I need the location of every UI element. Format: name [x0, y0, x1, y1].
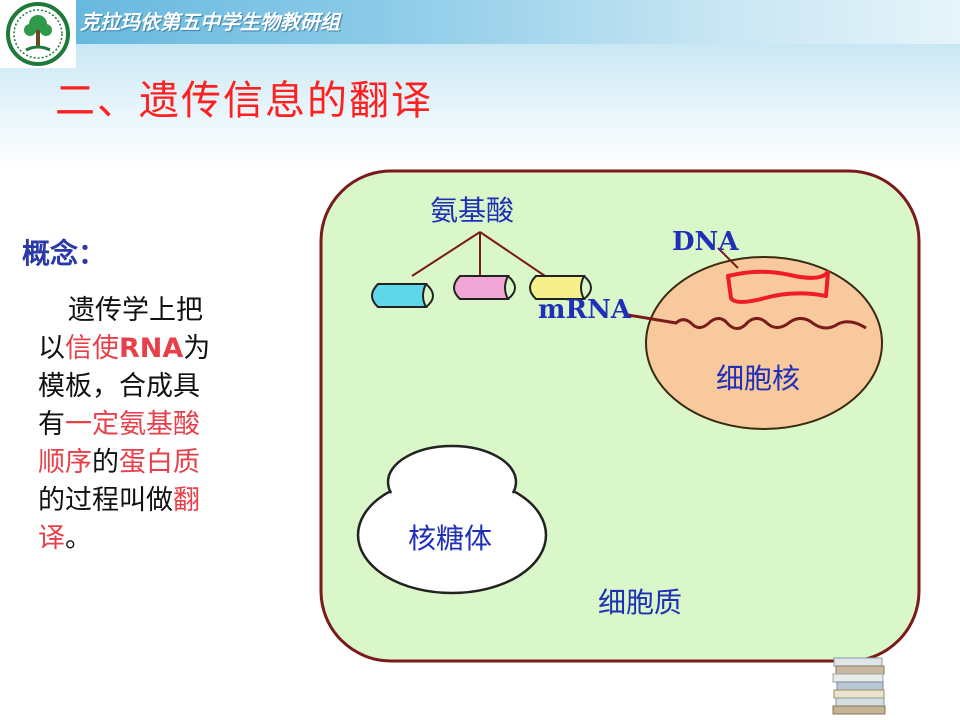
concept-text-segment: 为: [183, 333, 211, 364]
concept-text-segment: 信使: [65, 333, 119, 364]
nucleus-label: 细胞核: [716, 362, 800, 395]
concept-text-segment: 的: [92, 447, 119, 478]
dna-pointer: [717, 247, 739, 269]
concept-text-segment: 译: [38, 523, 65, 554]
nucleus: [645, 256, 883, 430]
concept-text-segment: RNA: [119, 333, 184, 364]
concept-line: 模板，合成具: [38, 368, 248, 406]
concept-text-segment: 有: [38, 409, 65, 440]
concept-line: 译。: [38, 520, 248, 558]
concept-label: 概念：: [22, 237, 107, 270]
concept-text-segment: 遗传学上把: [68, 295, 203, 326]
dna-label: DNA: [672, 227, 739, 257]
mrna-strand: [627, 313, 867, 330]
concept-text-segment: 的过程叫做: [38, 485, 173, 516]
concept-line: 遗传学上把: [38, 292, 248, 330]
amino-acid-label: 氨基酸: [430, 194, 514, 227]
school-logo: [0, 0, 76, 68]
concept-line: 顺序的蛋白质: [38, 444, 248, 482]
ribosome-label: 核糖体: [408, 522, 492, 555]
cytoplasm-label: 细胞质: [598, 586, 682, 619]
concept-line: 的过程叫做翻: [38, 482, 248, 520]
amino-connector-right: [479, 231, 549, 279]
books-decoration: [832, 657, 886, 715]
concept-definition: 遗传学上把以信使RNA为模板，合成具有一定氨基酸顺序的蛋白质的过程叫做翻译。: [38, 292, 248, 558]
school-name: 克拉玛依第五中学生物教研组: [80, 10, 340, 34]
amino-acid-1: [371, 283, 434, 308]
concept-line: 有一定氨基酸: [38, 406, 248, 444]
amino-acid-2: [453, 275, 516, 300]
concept-line: 以信使RNA为: [38, 330, 248, 368]
concept-text-segment: 。: [65, 523, 92, 554]
concept-text-segment: 一定氨基酸: [65, 409, 200, 440]
concept-text-segment: 模板，合成具: [38, 371, 200, 402]
concept-text-segment: 顺序: [38, 447, 92, 478]
dna-strand: [726, 269, 830, 304]
mrna-label: mRNA: [538, 295, 632, 325]
ribosome: [356, 444, 548, 595]
concept-text-segment: 蛋白质: [119, 447, 200, 478]
concept-text-segment: 翻: [173, 485, 200, 516]
amino-connector-left: [411, 231, 481, 277]
concept-text-segment: 以: [38, 333, 65, 364]
page-title: 二、遗传信息的翻译: [55, 78, 433, 124]
header-bar: [0, 0, 960, 44]
amino-acid-3: [529, 275, 592, 300]
